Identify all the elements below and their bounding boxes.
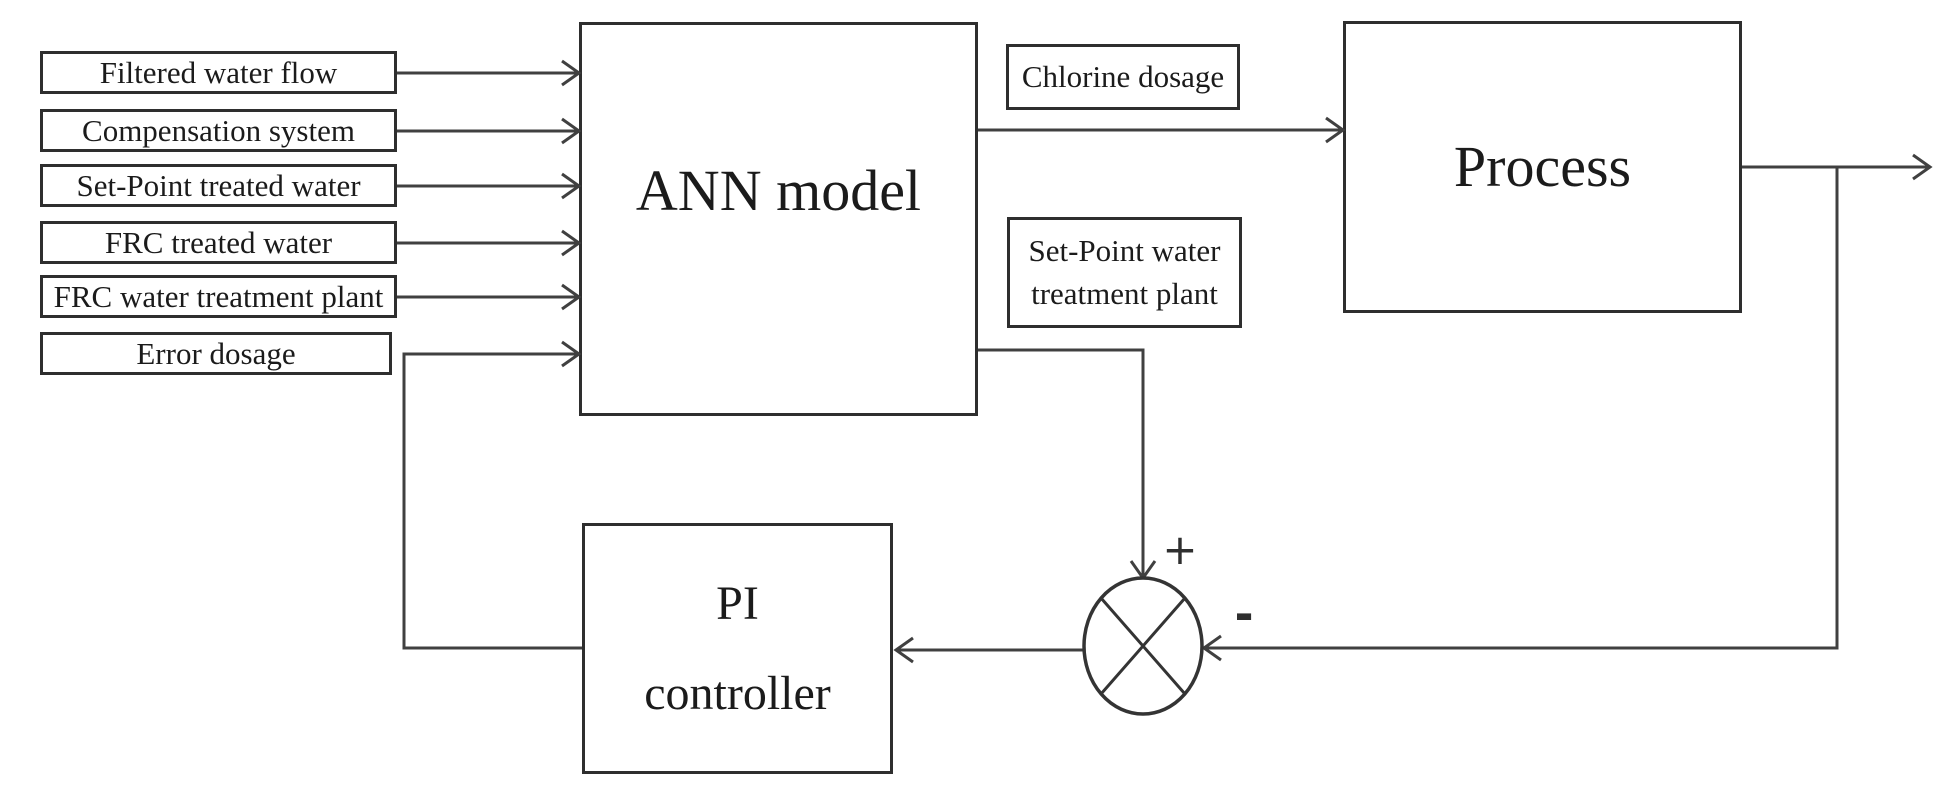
input-label: Filtered water flow bbox=[99, 54, 338, 90]
setpoint-water-treatment-label-box: Set-Point water treatment plant bbox=[1007, 217, 1242, 328]
input-arrow-1 bbox=[397, 59, 582, 87]
summing-to-pi-arrow bbox=[893, 636, 1084, 664]
input-box-compensation-system: Compensation system bbox=[40, 109, 397, 152]
setpoint-water-line1: Set-Point water bbox=[1028, 232, 1221, 268]
minus-sign: - bbox=[1234, 587, 1254, 641]
ann-model-label: ANN model bbox=[635, 157, 922, 223]
input-arrow-2 bbox=[397, 117, 582, 145]
input-box-frc-treated-water: FRC treated water bbox=[40, 221, 397, 264]
pi-controller-line1: PI bbox=[716, 576, 759, 630]
input-box-error-dosage: Error dosage bbox=[40, 332, 392, 375]
input-label: Error dosage bbox=[136, 335, 296, 371]
input-arrow-3 bbox=[397, 172, 582, 200]
pi-controller-line2: controller bbox=[644, 666, 831, 720]
input-arrow-5 bbox=[397, 283, 582, 311]
process-label: Process bbox=[1453, 133, 1632, 199]
process-block: Process bbox=[1343, 21, 1742, 313]
chlorine-dosage-arrow bbox=[978, 116, 1346, 144]
pi-controller-block: PI controller bbox=[582, 523, 893, 774]
input-label: FRC water treatment plant bbox=[53, 278, 384, 314]
input-box-setpoint-treated-water: Set-Point treated water bbox=[40, 164, 397, 207]
chlorine-dosage-label-box: Chlorine dosage bbox=[1006, 44, 1240, 110]
input-arrow-4 bbox=[397, 229, 582, 257]
ann-model-block: ANN model bbox=[579, 22, 978, 416]
error-dosage-feedback-arrow bbox=[402, 340, 582, 650]
input-box-frc-water-treatment-plant: FRC water treatment plant bbox=[40, 275, 397, 318]
input-label: FRC treated water bbox=[104, 224, 333, 260]
plus-sign: + bbox=[1162, 525, 1198, 574]
input-label: Compensation system bbox=[82, 112, 355, 148]
ann-to-summing-arrow bbox=[978, 348, 1157, 581]
chlorine-dosage-label: Chlorine dosage bbox=[1021, 59, 1225, 95]
setpoint-water-line2: treatment plant bbox=[1031, 275, 1218, 311]
process-output-arrow bbox=[1742, 153, 1933, 181]
summing-junction-circle bbox=[1082, 576, 1204, 716]
input-box-filtered-water-flow: Filtered water flow bbox=[40, 51, 397, 94]
input-label: Set-Point treated water bbox=[76, 167, 361, 203]
summing-junction-cross bbox=[1099, 597, 1187, 695]
